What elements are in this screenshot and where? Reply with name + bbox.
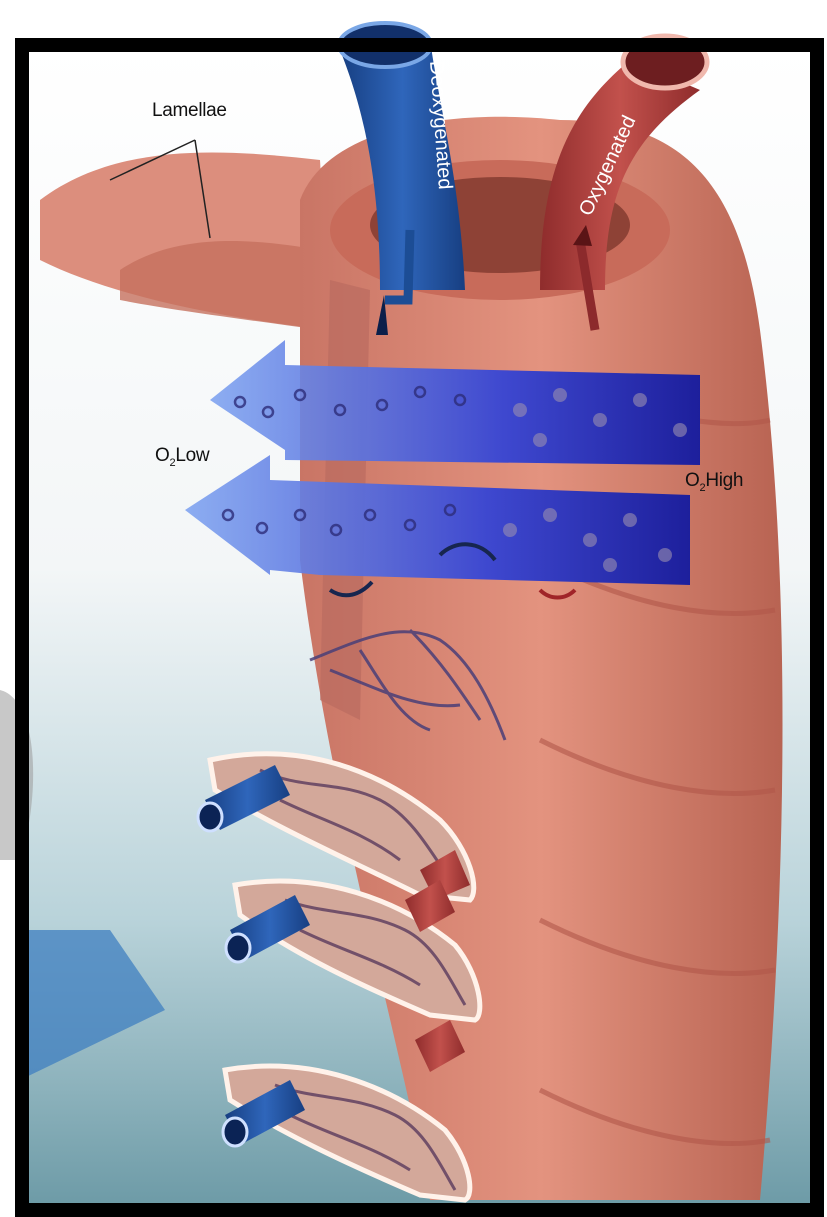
label-lamellae: Lamellae (152, 100, 227, 122)
label-o2-low: O2Low (155, 445, 209, 469)
label-o2-high: O2High (685, 470, 743, 494)
